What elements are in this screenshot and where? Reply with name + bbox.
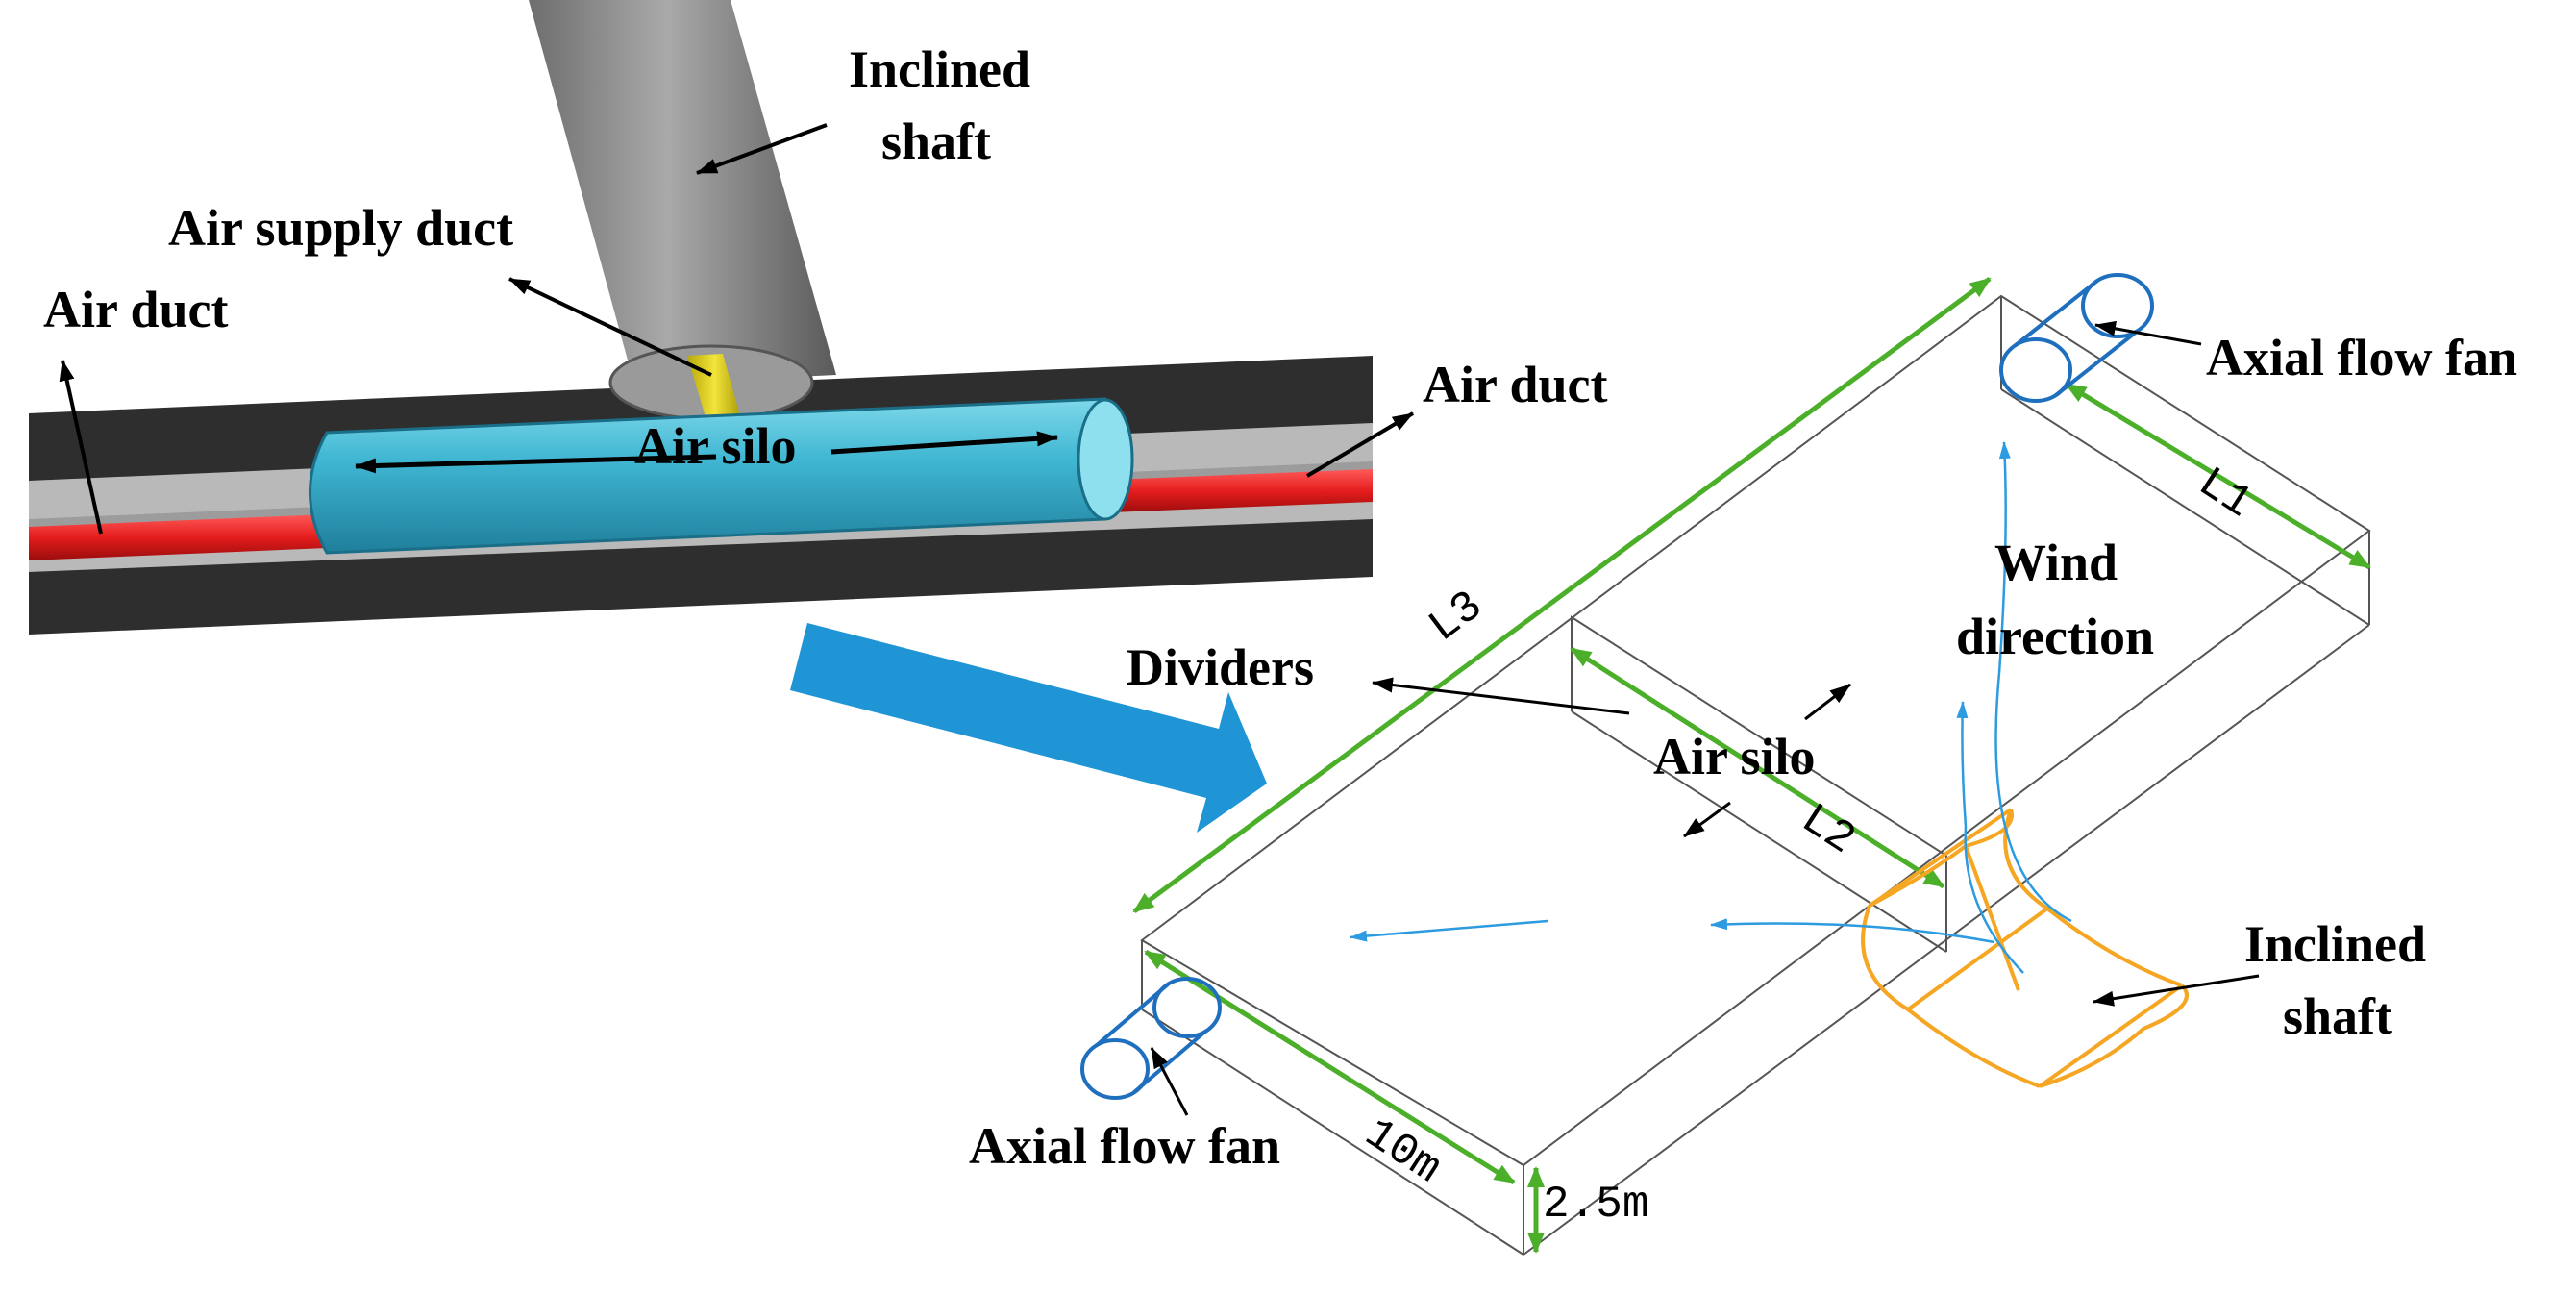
wind-direction-label-1: Wind: [1994, 534, 2118, 591]
axial-fan-label-top: Axial flow fan: [2206, 329, 2517, 386]
axial-fan-top-callout: [2094, 320, 2202, 346]
air-silo-span-arrow-left: [355, 454, 717, 474]
air-silo-span-arrow-right: [830, 431, 1058, 455]
axial-fan-label-bottom: Axial flow fan: [969, 1117, 1280, 1175]
inclined-shaft-callout: [696, 123, 828, 175]
flow-arrows: [1350, 441, 2072, 974]
axial-fan-bottom-callout: [1150, 1047, 1189, 1116]
inclined-shaft-label-bottom-1: Inclined: [2244, 915, 2426, 973]
dim-l1-label: L1: [2189, 458, 2261, 529]
dim-l1: [2065, 382, 2371, 570]
flow-arrow-up-left: [1956, 701, 2024, 974]
dim-l3-label: L3: [1420, 581, 1492, 653]
axial-fan-bottom: [1080, 977, 1222, 1100]
inclined-shaft-label-top-1: Inclined: [849, 40, 1030, 98]
air-silo-cap: [1077, 398, 1134, 521]
inclined-shaft-bottom-callout: [2093, 974, 2260, 1007]
dim-height-label: 2.5m: [1543, 1180, 1648, 1230]
flow-arrow-up-right: [1994, 441, 2072, 923]
inclined-shaft-wireframe: [1861, 808, 2189, 1088]
air-silo-label-bottom: Air silo: [1653, 728, 1816, 785]
dividers-callout: [1372, 677, 1630, 715]
axial-fan-top: [1999, 273, 2154, 403]
air-duct-left-callout: [59, 360, 103, 535]
air-silo-arrow-down: [1683, 801, 1731, 838]
air-duct-label-left: Air duct: [43, 281, 229, 338]
air-duct-label-right: Air duct: [1423, 356, 1608, 413]
wind-direction-label-2: direction: [1956, 608, 2154, 665]
air-supply-duct-label: Air supply duct: [168, 199, 513, 257]
dim-width: [1144, 949, 1516, 1185]
air-supply-duct-callout: [508, 277, 712, 377]
flow-arrow-left: [1350, 919, 1548, 942]
inclined-shaft-tube: [529, 0, 836, 385]
air-duct-left-pipe: [29, 514, 327, 560]
dividers-label: Dividers: [1127, 638, 1314, 696]
inclined-shaft-label-top-2: shaft: [881, 112, 991, 170]
flow-arrow-center: [1710, 918, 1995, 944]
dim-l2-label: L2: [1792, 794, 1864, 865]
inclined-shaft-label-bottom-2: shaft: [2283, 987, 2392, 1045]
dim-l3: [1132, 276, 1992, 914]
air-silo-arrow-up: [1804, 683, 1851, 721]
dim-l2: [1570, 646, 1945, 889]
air-silo-label-top: Air silo: [634, 417, 797, 475]
tunnel-render: [29, 0, 1373, 635]
dim-width-label: 10m: [1355, 1108, 1449, 1194]
